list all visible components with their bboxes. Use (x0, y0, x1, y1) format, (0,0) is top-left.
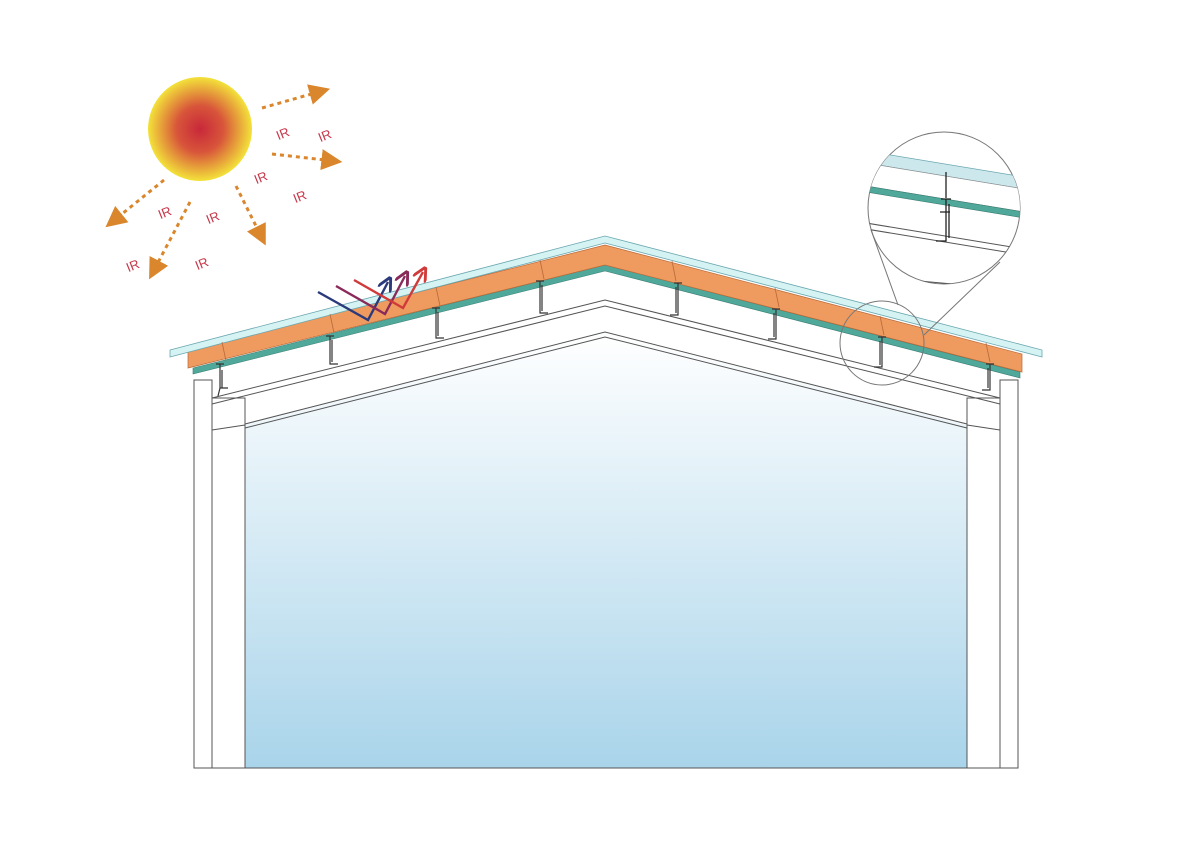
roof-assembly (169, 235, 1043, 397)
left-outer-column (193, 379, 213, 769)
ir-ray (149, 201, 192, 280)
sun-disc (148, 77, 252, 181)
panel-joints (221, 259, 991, 363)
detail-source-circle (839, 300, 925, 386)
ir-ray (234, 185, 266, 246)
rafter-bottom-line (244, 331, 968, 425)
rafter-top-line (211, 299, 1001, 399)
ir-label: IR (124, 256, 142, 275)
ir-label: IR (252, 168, 270, 187)
reflection-arrow-icon (317, 272, 423, 322)
ir-label: IR (193, 254, 211, 273)
purlin (432, 307, 444, 339)
purlin (536, 280, 548, 314)
reflected-ray-red (353, 272, 423, 310)
reflected-ray-purple (335, 276, 405, 316)
zoom-roof-cover (868, 149, 1020, 191)
zoom-membrane (868, 184, 1020, 220)
purlin (326, 335, 338, 365)
steel-frame (193, 299, 1019, 769)
ir-ray (105, 178, 165, 228)
purlin (874, 336, 886, 368)
sun-icon (148, 77, 252, 181)
ir-label: IR (204, 208, 222, 227)
ir-ray (261, 84, 331, 110)
purlin (982, 363, 994, 391)
purlins (216, 280, 994, 397)
ir-ray (271, 149, 343, 171)
building-interior (245, 332, 967, 768)
roof-cover-sheet (169, 235, 1043, 358)
ir-label: IR (316, 126, 334, 145)
magnifier-callout-icon (839, 131, 1021, 386)
purlin (768, 308, 780, 340)
ir-labels: IR IR IR IR IR IR IR IR (124, 124, 334, 275)
zoom-fastener (936, 172, 951, 242)
right-outer-column (999, 379, 1019, 769)
zoom-cavity (868, 161, 1020, 214)
ir-ray-arrow-icon (105, 84, 343, 280)
interior-space (245, 332, 967, 768)
ir-label: IR (274, 124, 292, 143)
right-inner-column (966, 397, 1001, 769)
left-inner-column (211, 397, 246, 769)
purlin (216, 363, 228, 397)
zoomed-detail (868, 149, 1020, 284)
purlin (670, 282, 682, 316)
ir-label: IR (291, 187, 309, 206)
ir-label: IR (156, 203, 174, 222)
